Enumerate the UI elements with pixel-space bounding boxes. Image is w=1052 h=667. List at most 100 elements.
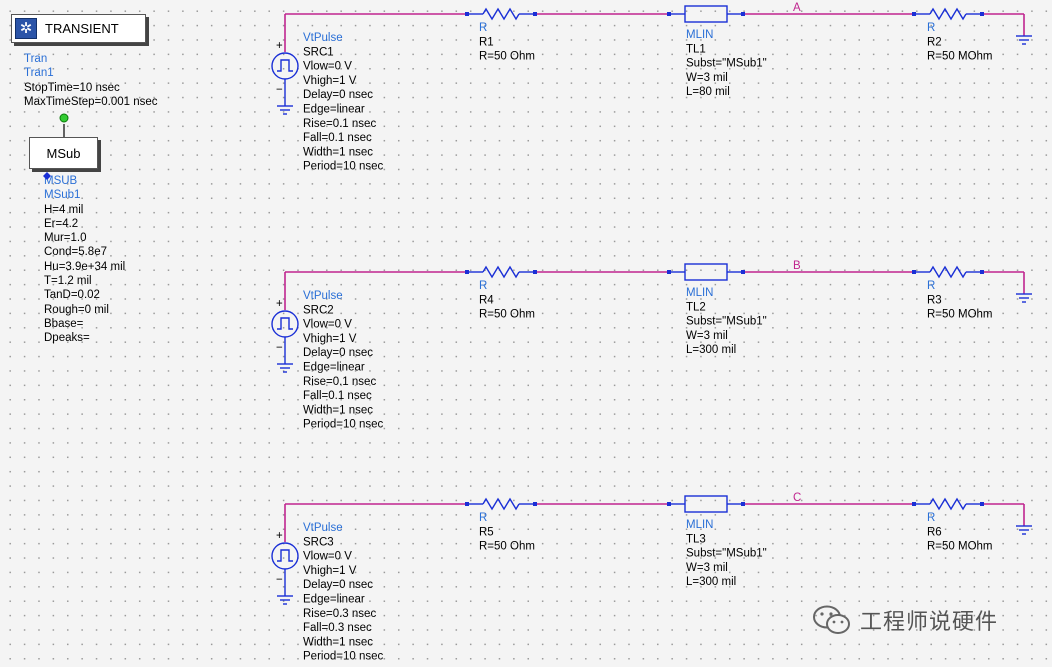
param-line: Bbase=	[44, 317, 84, 330]
resistor-param: R=50 MOhm	[927, 51, 993, 63]
mlin-param: MLIN	[686, 519, 713, 531]
mlin-param: Subst="MSub1"	[686, 548, 767, 560]
param-line: Tran	[24, 53, 48, 65]
resistor-param: R	[479, 22, 487, 34]
source-param: Fall=0.1 nsec	[303, 390, 372, 402]
resistor-param: R2	[927, 36, 942, 48]
mlin-icon	[684, 263, 728, 281]
pin-marker	[465, 502, 469, 506]
msub-controller[interactable]: MSub	[29, 137, 98, 169]
source-param: Vlow=0 V	[303, 61, 352, 73]
resistor-icon	[929, 265, 967, 279]
source-param: Delay=0 nsec	[303, 89, 373, 101]
msub-params: MSUB MSub1 H=4 mil Er=4.2 Mur=1.0 Cond=5…	[44, 174, 125, 346]
source-param: Width=1 nsec	[303, 146, 373, 158]
pin-marker	[667, 502, 671, 506]
source-param: VtPulse	[303, 290, 343, 302]
source-param: VtPulse	[303, 32, 343, 44]
resistor-param: R=50 MOhm	[927, 309, 993, 321]
resistor-param: R3	[927, 294, 942, 306]
pulse-source-icon	[271, 542, 299, 570]
source-param: Fall=0.3 nsec	[303, 622, 372, 634]
param-line: StopTime=10 nsec	[24, 81, 120, 94]
minus-sign: −	[276, 574, 283, 586]
mlin-param: W=3 mil	[686, 562, 728, 574]
resistor-param: R=50 Ohm	[479, 541, 535, 553]
param-line: MSub1	[44, 189, 81, 202]
resistor-param: R=50 MOhm	[927, 541, 993, 553]
mlin-param: L=300 mil	[686, 344, 736, 356]
mlin-param: Subst="MSub1"	[686, 316, 767, 328]
source-param: Vlow=0 V	[303, 319, 352, 331]
source-param: Width=1 nsec	[303, 404, 373, 416]
resistor-param: R1	[479, 36, 494, 48]
resistor-param: R4	[479, 294, 494, 306]
pin-marker	[465, 12, 469, 16]
source-param: Vhigh=1 V	[303, 75, 357, 87]
source-param: Rise=0.1 nsec	[303, 376, 376, 388]
resistor-param: R5	[479, 526, 494, 538]
mlin-param: Subst="MSub1"	[686, 58, 767, 70]
param-line: Tran1	[24, 67, 54, 80]
param-line: Dpeaks=	[44, 332, 90, 345]
watermark: 工程师说硬件	[812, 604, 998, 636]
pin-marker	[980, 270, 984, 274]
param-line: Mur=1.0	[44, 232, 87, 245]
mlin-param: L=80 mil	[686, 86, 730, 98]
source-param: SRC2	[303, 304, 334, 316]
source-param: SRC1	[303, 46, 334, 58]
pulse-waveform-icon	[277, 59, 293, 72]
source-param: VtPulse	[303, 522, 343, 534]
resistor-param: R	[927, 280, 935, 292]
source-param: Vlow=0 V	[303, 551, 352, 563]
clock-gear-icon: ✲	[15, 18, 37, 39]
resistor-param: R6	[927, 526, 942, 538]
pulse-waveform-icon	[277, 317, 293, 330]
pin-marker	[533, 12, 537, 16]
resistor-param: R	[479, 512, 487, 524]
param-line: T=1.2 mil	[44, 275, 92, 288]
resistor-icon	[482, 7, 520, 21]
source-param: Delay=0 nsec	[303, 579, 373, 591]
source-param: Vhigh=1 V	[303, 565, 357, 577]
net-label: C	[793, 492, 801, 504]
minus-sign: −	[276, 342, 283, 354]
mlin-param: W=3 mil	[686, 72, 728, 84]
pulse-source-icon	[271, 52, 299, 80]
source-param: SRC3	[303, 536, 334, 548]
resistor-param: R=50 Ohm	[479, 51, 535, 63]
net-label: A	[793, 2, 801, 14]
pin-marker	[667, 270, 671, 274]
param-line: Rough=0 mil	[44, 303, 109, 316]
param-line: H=4 mil	[44, 203, 84, 216]
pin-marker	[741, 270, 745, 274]
source-param: Period=10 nsec	[303, 161, 383, 173]
source-param: Edge=linear	[303, 362, 365, 374]
transient-controller[interactable]: ✲ TRANSIENT	[11, 14, 146, 43]
mlin-param: TL1	[686, 43, 706, 55]
resistor-icon	[482, 265, 520, 279]
source-param: Fall=0.1 nsec	[303, 132, 372, 144]
resistor-icon	[929, 7, 967, 21]
param-line: Er=4.2	[44, 217, 79, 230]
transient-params: Tran Tran1 StopTime=10 nsec MaxTimeStep=…	[24, 52, 158, 109]
resistor-param: R=50 Ohm	[479, 309, 535, 321]
source-param: Period=10 nsec	[303, 419, 383, 431]
pin-marker	[980, 12, 984, 16]
msub-anchor-marker	[43, 172, 51, 180]
minus-sign: −	[276, 84, 283, 96]
resistor-param: R	[927, 512, 935, 524]
source-param: Rise=0.1 nsec	[303, 118, 376, 130]
param-line: MaxTimeStep=0.001 nsec	[24, 95, 158, 108]
param-line: TanD=0.02	[44, 289, 100, 302]
pin-marker	[912, 270, 916, 274]
source-param: Edge=linear	[303, 104, 365, 116]
wechat-icon	[813, 605, 850, 634]
mlin-param: TL3	[686, 533, 706, 545]
source-param: Edge=linear	[303, 594, 365, 606]
plus-sign: +	[276, 40, 283, 52]
mlin-icon	[684, 5, 728, 23]
pulse-source-icon	[271, 310, 299, 338]
source-param: Vhigh=1 V	[303, 333, 357, 345]
